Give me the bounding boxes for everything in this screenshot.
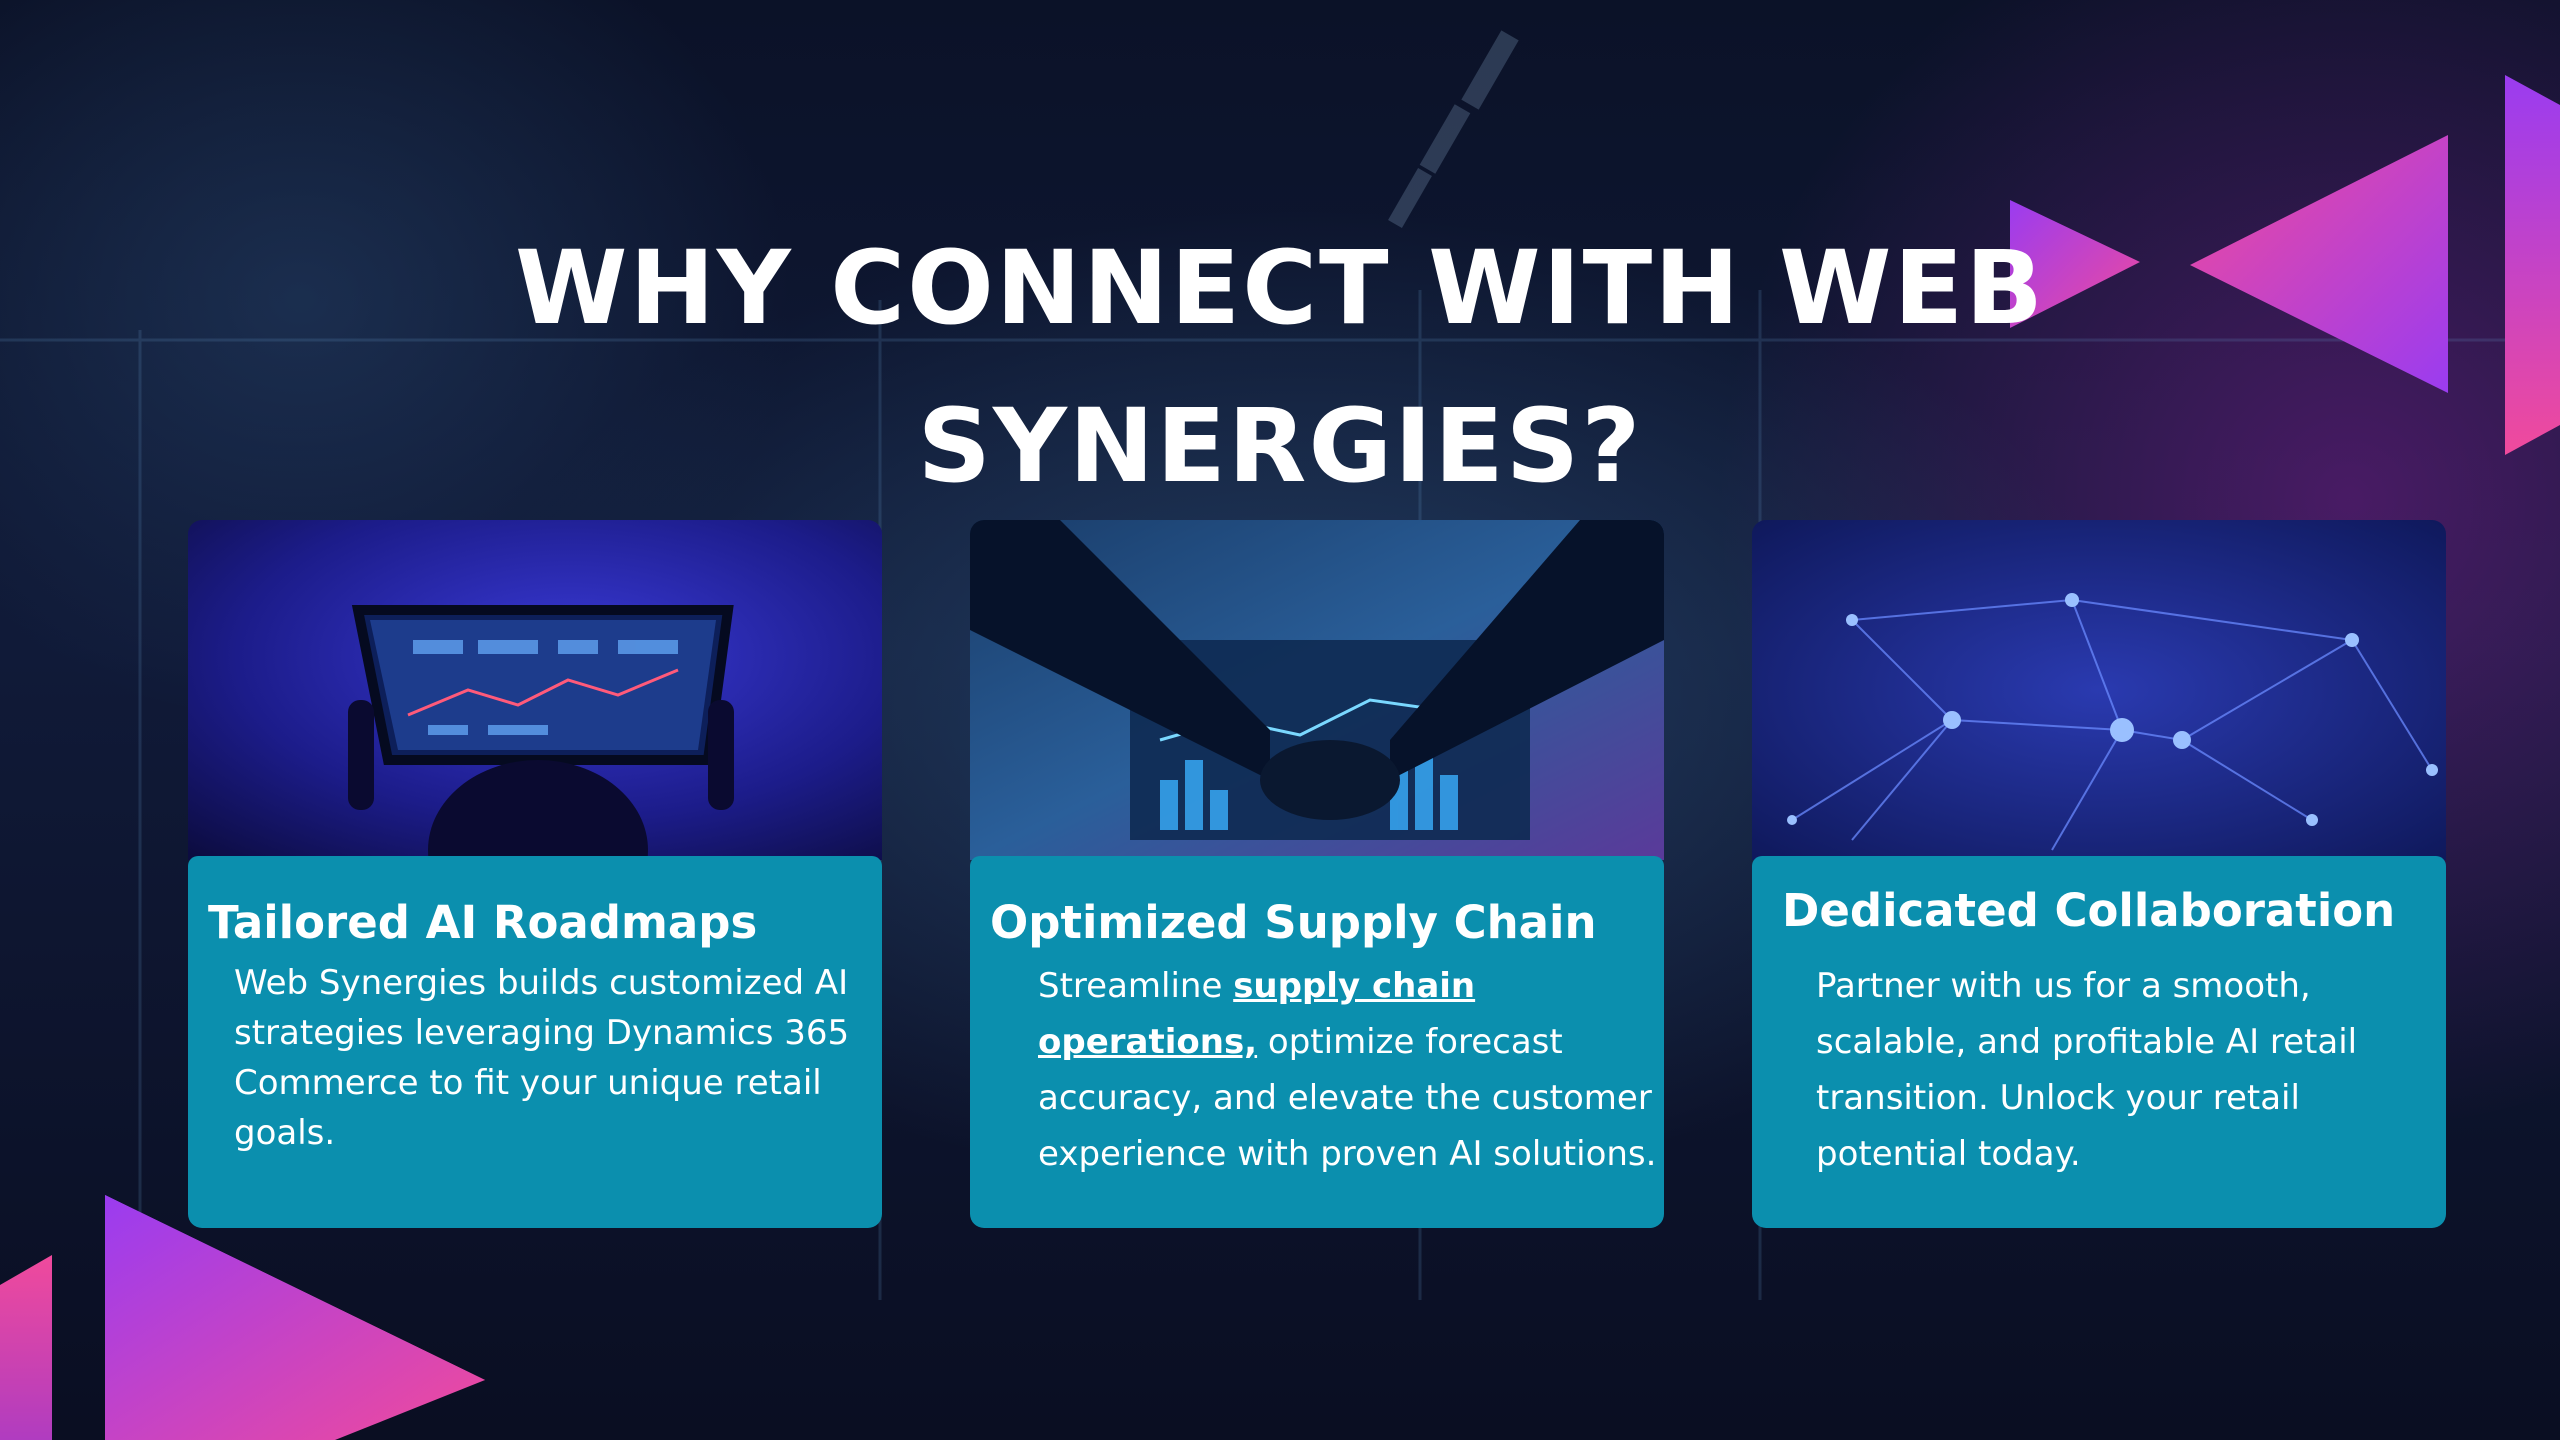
card-title: Tailored AI Roadmaps xyxy=(208,896,758,949)
handshake-image xyxy=(970,520,1664,860)
card-description: Web Synergies builds customized AI strat… xyxy=(234,963,850,1153)
slide-title: WHY CONNECT WITH WEB SYNERGIES? xyxy=(0,210,2560,526)
card-description: Partner with us for a smooth, scalable, … xyxy=(1816,966,2358,1174)
triangle-decoration-top-large xyxy=(2190,135,2448,393)
card-description-prefix: Streamline xyxy=(1038,966,1234,1006)
slide-title-line2: SYNERGIES? xyxy=(917,387,1643,506)
supply-chain-operations-link[interactable]: supply chain operations, xyxy=(1038,966,1476,1062)
triangle-decoration-bottom-edge xyxy=(0,1255,52,1440)
network-nodes-image xyxy=(1752,520,2446,860)
card-panel: Dedicated Collaboration Partner with us … xyxy=(1752,856,2446,1228)
tablet-dashboard-image xyxy=(188,520,882,860)
triangle-decoration-top-small xyxy=(2010,200,2140,328)
card-description-suffix: optimize forecast accuracy, and elevate … xyxy=(1038,1022,1657,1174)
card-tailored-ai-roadmaps: Tailored AI Roadmaps Web Synergies build… xyxy=(188,520,882,1228)
card-panel: Optimized Supply Chain Streamline supply… xyxy=(970,856,1664,1228)
triangle-decoration-top-edge xyxy=(2505,75,2560,455)
card-panel: Tailored AI Roadmaps Web Synergies build… xyxy=(188,856,882,1228)
card-description: Streamline supply chain operations, opti… xyxy=(1038,958,1658,1182)
slide-title-line1: WHY CONNECT WITH WEB xyxy=(514,229,2045,348)
card-title: Dedicated Collaboration xyxy=(1782,884,2396,937)
card-dedicated-collaboration: Dedicated Collaboration Partner with us … xyxy=(1752,520,2446,1228)
card-title: Optimized Supply Chain xyxy=(990,896,1597,949)
triangle-decoration-bottom-large xyxy=(105,1195,485,1440)
card-optimized-supply-chain: Optimized Supply Chain Streamline supply… xyxy=(970,520,1664,1228)
